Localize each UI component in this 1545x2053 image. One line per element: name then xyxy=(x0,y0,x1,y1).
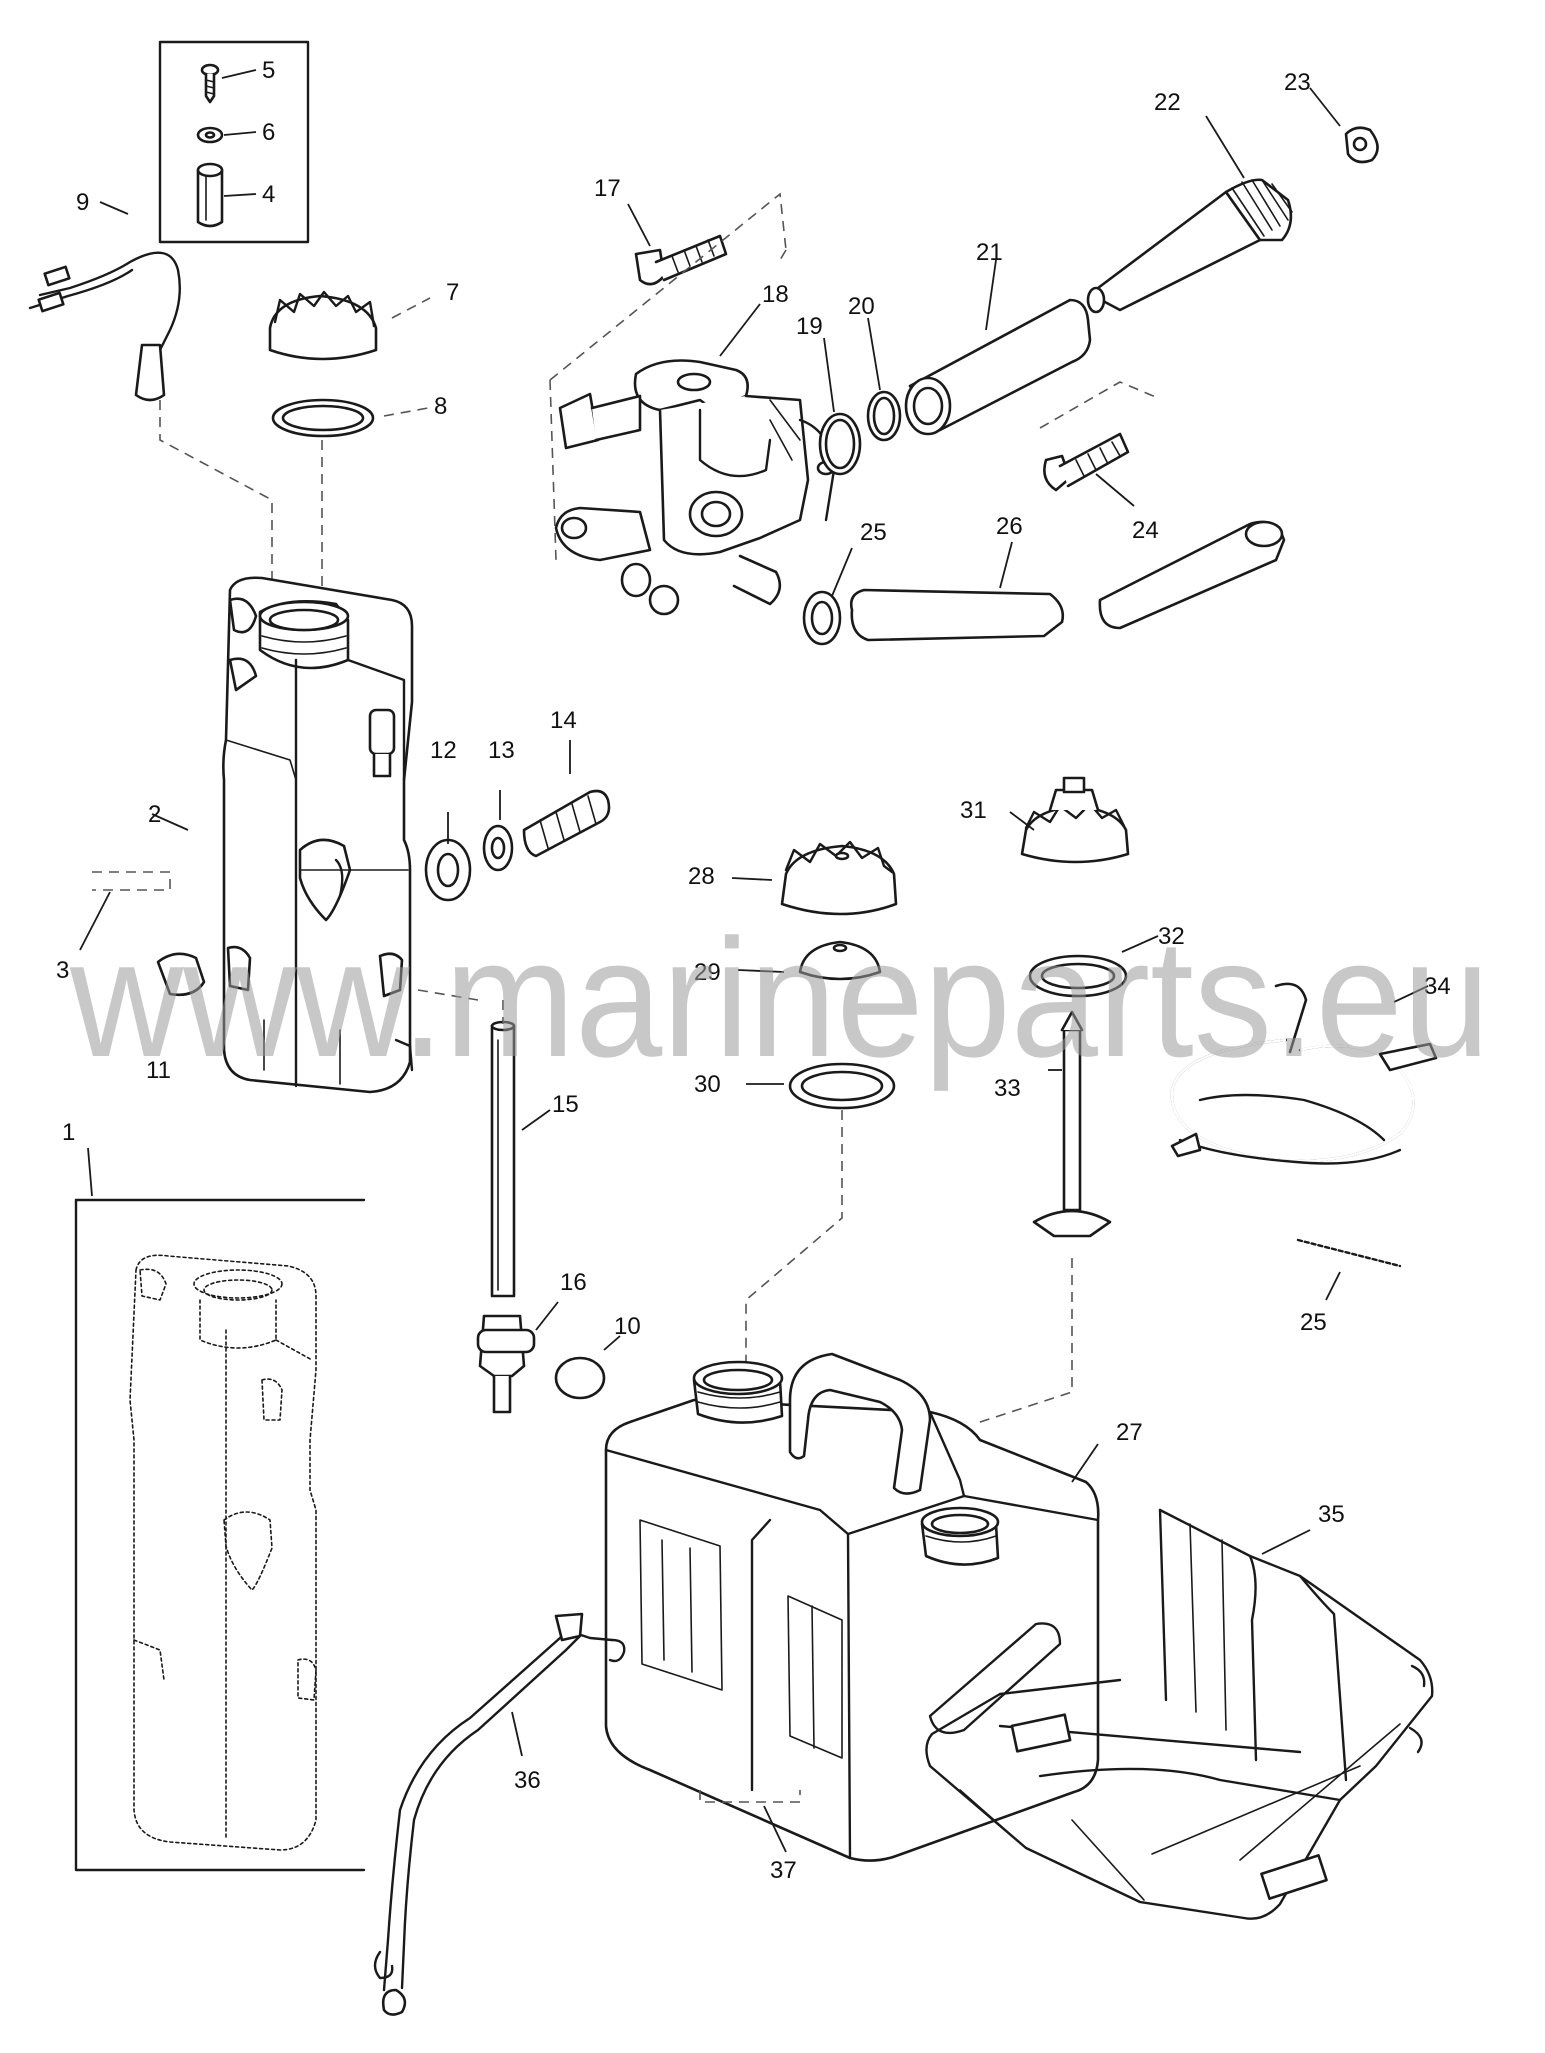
part-12-grommet: 12 xyxy=(424,737,472,902)
part-36-strap: 36 xyxy=(373,1612,626,2016)
part-26-hose: 26 xyxy=(849,513,1286,642)
part-21-sleeve: 21 xyxy=(904,239,1092,436)
part-7-filler-cap: 7 xyxy=(268,279,459,361)
part-25-clamp-upper: 25 xyxy=(802,519,887,646)
callout-19: 19 xyxy=(796,313,823,340)
callout-29: 29 xyxy=(694,959,721,986)
callout-28: 28 xyxy=(688,863,715,890)
callout-30: 30 xyxy=(694,1071,721,1098)
part-14-fitting: 14 xyxy=(522,707,611,858)
callout-22: 22 xyxy=(1154,89,1181,116)
callout-25-lower: 25 xyxy=(1300,1309,1327,1336)
part-3-decal: 3 xyxy=(56,871,171,984)
callout-35: 35 xyxy=(1318,1501,1345,1528)
part-33-fuel-gauge: 33 xyxy=(994,1010,1112,1238)
callout-13: 13 xyxy=(488,737,515,764)
part-1-tank-assembly: 1 xyxy=(62,1119,366,1872)
callout-11: 11 xyxy=(146,1057,171,1084)
callout-32: 32 xyxy=(1158,923,1185,950)
callout-24: 24 xyxy=(1132,517,1159,544)
part-19-o-ring: 19 xyxy=(796,313,862,476)
part-30-gasket: 30 xyxy=(694,1062,896,1110)
hardware-inset: 5 6 4 xyxy=(158,40,310,244)
callout-23: 23 xyxy=(1284,69,1311,96)
part-8-gasket: 8 xyxy=(271,393,447,438)
callout-37: 37 xyxy=(770,1857,797,1884)
part-6-washer xyxy=(196,126,224,144)
callout-27: 27 xyxy=(1116,1419,1143,1446)
part-10-filter: 10 xyxy=(554,1313,641,1400)
part-18-fuel-pump: 18 xyxy=(554,281,836,616)
part-11-plug: 11 xyxy=(146,952,206,1084)
part-4-bushing xyxy=(196,162,224,228)
callout-16: 16 xyxy=(560,1269,587,1296)
callout-25-upper: 25 xyxy=(860,519,887,546)
callout-15: 15 xyxy=(552,1091,579,1118)
callout-1: 1 xyxy=(62,1119,75,1146)
callout-12: 12 xyxy=(430,737,457,764)
part-17-bolt: 17 xyxy=(594,175,728,286)
callout-31: 31 xyxy=(960,797,987,824)
callout-10: 10 xyxy=(614,1313,641,1340)
watermark-text: www.marineparts.eu xyxy=(69,904,1490,1092)
callout-8: 8 xyxy=(434,393,447,420)
part-37-label: 37 xyxy=(699,1790,801,1884)
callout-18: 18 xyxy=(762,281,789,308)
callout-4: 4 xyxy=(262,181,275,208)
callout-2: 2 xyxy=(148,801,161,828)
callout-34: 34 xyxy=(1424,973,1451,1000)
part-29-vent-disc: 29 xyxy=(694,940,882,986)
callout-17: 17 xyxy=(594,175,621,202)
part-13-washer: 13 xyxy=(482,737,515,872)
part-5-screw xyxy=(200,63,220,104)
part-32-gasket: 32 xyxy=(1028,923,1185,998)
callout-6: 6 xyxy=(262,119,275,146)
part-20-o-ring: 20 xyxy=(848,293,902,442)
part-24-screw: 24 xyxy=(1043,432,1159,544)
part-22-twist-grip: 22 xyxy=(1086,89,1293,314)
part-25-clamp-lower: 25 xyxy=(1296,1238,1402,1336)
part-28-cap: 28 xyxy=(688,840,898,916)
callout-20: 20 xyxy=(848,293,875,320)
part-27-fuel-tank: 27 xyxy=(604,1352,1143,1862)
callout-14: 14 xyxy=(550,707,577,734)
part-35-tank-bracket: 35 xyxy=(925,1501,1434,1920)
part-23-clip: 23 xyxy=(1284,69,1379,164)
callout-3: 3 xyxy=(56,957,69,984)
callout-36: 36 xyxy=(514,1767,541,1794)
part-15-pickup-tube: 15 xyxy=(490,1020,579,1298)
callout-21: 21 xyxy=(976,239,1003,266)
callout-33: 33 xyxy=(994,1075,1021,1102)
part-16-check-valve: 16 xyxy=(476,1269,587,1414)
part-34-fuel-line: 34 xyxy=(1170,973,1451,1165)
part-2-oil-tank: 2 xyxy=(148,576,414,1094)
callout-5: 5 xyxy=(262,57,275,84)
callout-26: 26 xyxy=(996,513,1023,540)
part-31-gauge-cap: 31 xyxy=(960,776,1130,864)
callout-7: 7 xyxy=(446,279,459,306)
part-9-wire-harness: 9 xyxy=(28,189,181,402)
callout-9: 9 xyxy=(76,189,89,216)
